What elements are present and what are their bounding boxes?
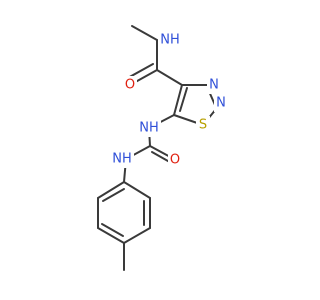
atom-ring-n2: N (214, 94, 228, 112)
molecule-structure: NH O N N S NH O NH (97, 25, 228, 271)
atom-label-urea-n1: NH (139, 121, 159, 136)
atom-label-ring-s: S (199, 118, 207, 133)
bond-benzene-4 (97, 227, 125, 244)
bond-benzene-4-inner (101, 223, 124, 237)
atom-urea-n2: NH (110, 150, 134, 168)
atom-amide-o: O (123, 76, 137, 94)
bond-methyl-amide-n (131, 25, 158, 41)
atoms-layer: NH O N N S NH O NH (110, 31, 228, 169)
bond-ring-c5-c4-1 (173, 84, 183, 116)
atom-label-amide-n: NH (160, 33, 180, 48)
bonds-layer (97, 25, 222, 271)
bond-carbonyl-c-ring-c4 (156, 69, 183, 86)
atom-label-urea-o: O (170, 153, 180, 168)
atom-ring-s: S (196, 116, 210, 134)
atom-urea-o: O (168, 151, 182, 169)
bond-ring-c5-c4-2 (179, 87, 188, 112)
atom-label-urea-n2: NH (112, 152, 132, 167)
bond-benzene-1 (123, 181, 151, 199)
atom-label-amide-o: O (125, 78, 135, 93)
bond-benzene-3 (123, 227, 151, 244)
atom-label-ring-n2: N (216, 96, 226, 111)
bond-benzene-6 (97, 181, 125, 199)
atom-amide-n: NH (158, 31, 182, 49)
atom-urea-n1: NH (137, 119, 161, 137)
atom-label-ring-n3: N (209, 78, 219, 93)
atom-ring-n3: N (207, 76, 221, 94)
bond-benzene-6-inner (102, 188, 125, 202)
